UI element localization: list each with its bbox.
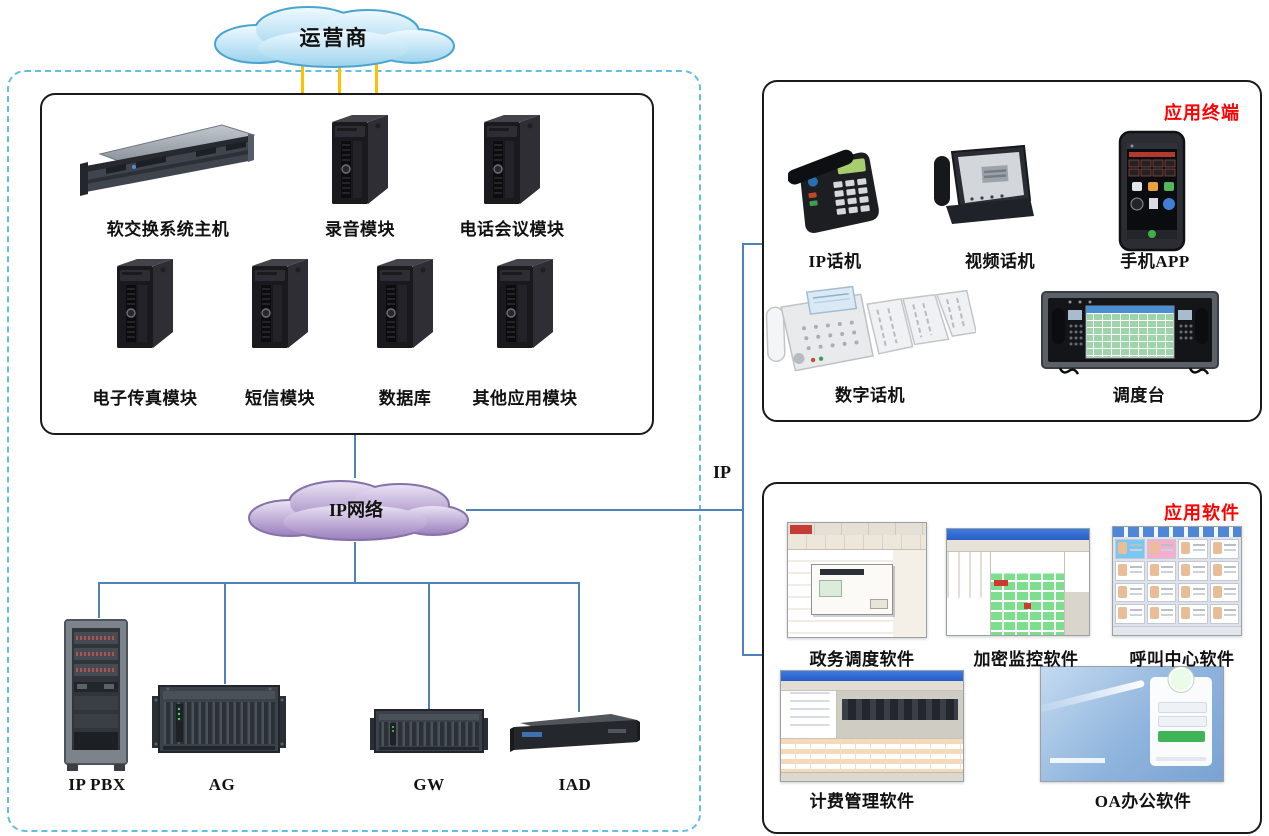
gov-dispatch-screenshot — [787, 522, 927, 638]
dispatch-console-icon — [1040, 286, 1220, 376]
node-label-mobile-app: 手机APP — [1120, 252, 1190, 271]
node-label-digital-phone: 数字话机 — [835, 386, 905, 405]
trunk-to-software-stub — [742, 654, 764, 656]
cloud-icon — [214, 6, 455, 68]
right-trunk-line — [742, 243, 744, 656]
core-platform-dashed-region — [7, 70, 701, 832]
drop-line-ag — [224, 582, 226, 684]
video-phone-icon — [926, 140, 1034, 230]
tower-server-icon — [248, 256, 312, 350]
ip-phone-icon — [788, 134, 882, 236]
billing-screenshot — [780, 670, 964, 782]
node-label-other-apps: 其他应用模块 — [472, 389, 578, 408]
carrier-cloud-label: 运营商 — [299, 27, 369, 50]
software-box-title: 应用软件 — [1164, 503, 1240, 523]
node-label-recording: 录音模块 — [325, 220, 395, 239]
ip-network-cloud-label: IP网络 — [329, 500, 383, 520]
oa-login-card — [1150, 677, 1213, 767]
tower-server-icon — [493, 256, 557, 350]
rack-server-icon — [76, 120, 256, 200]
tower-server-icon — [480, 112, 544, 206]
ip-link-label: IP — [713, 462, 731, 482]
node-label-softswitch: 软交换系统主机 — [106, 220, 230, 239]
node-label-video-phone: 视频话机 — [965, 252, 1035, 271]
node-label-encrypt-monitor: 加密监控软件 — [973, 650, 1079, 669]
iad-unit-icon — [508, 710, 640, 756]
node-label-call-center: 呼叫中心软件 — [1129, 650, 1235, 669]
ag-gateway-icon — [152, 680, 286, 760]
node-label-oa-office: OA办公软件 — [1094, 792, 1192, 811]
drop-line-ippbx — [98, 582, 100, 618]
carrier-link-line-2 — [338, 56, 341, 94]
drop-line-gw — [428, 582, 430, 710]
access-bus-line — [98, 582, 580, 584]
carrier-link-line-3 — [375, 56, 378, 94]
terminal-box-title: 应用终端 — [1164, 103, 1240, 123]
node-label-gw: GW — [413, 775, 445, 794]
oa-office-screenshot — [1040, 666, 1224, 782]
tower-server-icon — [113, 256, 177, 350]
carrier-cloud: 运营商 — [203, 2, 465, 72]
node-label-ippbx: IP PBX — [68, 775, 126, 794]
cloud-to-bus-line — [354, 542, 356, 584]
rack-cabinet-icon — [64, 616, 128, 774]
node-label-ag: AG — [208, 775, 236, 794]
smartphone-app-icon — [1118, 130, 1186, 252]
node-label-sms: 短信模块 — [245, 389, 315, 408]
cloud-to-right-line — [466, 509, 744, 511]
node-label-billing: 计费管理软件 — [809, 792, 915, 811]
cloud-icon — [248, 480, 469, 541]
node-label-iad: IAD — [558, 775, 592, 794]
drop-line-iad — [578, 582, 580, 712]
node-label-conference: 电话会议模块 — [459, 220, 565, 239]
gov-dispatch-window — [788, 550, 926, 637]
carrier-link-line-1 — [301, 56, 304, 94]
node-label-gov-dispatch: 政务调度软件 — [809, 650, 915, 669]
call-center-screenshot — [1112, 526, 1242, 636]
encrypt-monitor-screenshot — [946, 528, 1090, 636]
node-label-dispatch-console: 调度台 — [1112, 386, 1166, 405]
serverbox-to-cloud-line — [354, 430, 356, 478]
ip-network-cloud: IP网络 — [240, 472, 472, 548]
node-label-fax: 电子传真模块 — [92, 389, 198, 408]
node-label-database: 数据库 — [378, 389, 432, 408]
tower-server-icon — [373, 256, 437, 350]
tower-server-icon — [328, 112, 392, 206]
trunk-to-terminal-stub — [742, 243, 764, 245]
node-label-ip-phone: IP话机 — [808, 252, 862, 271]
gw-gateway-icon — [370, 706, 488, 756]
digital-phone-icon — [764, 278, 976, 378]
